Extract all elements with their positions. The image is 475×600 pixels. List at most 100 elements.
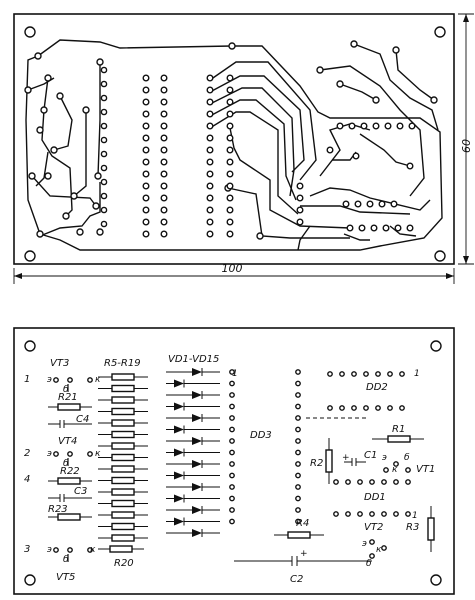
pad — [370, 224, 378, 232]
pad — [142, 182, 150, 190]
resistor-r20 — [109, 545, 133, 553]
pad — [229, 518, 235, 525]
pad — [381, 545, 387, 551]
diode-vd1-vd15 — [192, 414, 202, 422]
pad — [375, 371, 381, 377]
pad — [53, 547, 59, 553]
pad — [229, 461, 235, 467]
diode-vd1-vd15 — [174, 517, 184, 526]
pad — [206, 170, 214, 178]
pad — [229, 484, 235, 490]
pad — [62, 212, 70, 220]
top-board-outline — [13, 13, 455, 265]
pad — [342, 200, 350, 208]
label-b-vt3: б — [63, 385, 69, 395]
lead — [166, 448, 220, 457]
trace — [319, 65, 425, 197]
pad — [229, 449, 235, 456]
label-e-vt2: э — [362, 539, 367, 549]
lead — [166, 414, 220, 422]
pad — [336, 122, 344, 130]
resistor-r4 — [287, 531, 311, 539]
top-chip-pads — [100, 66, 416, 238]
label-k-vt5: к — [90, 545, 96, 555]
bottom-discretes — [48, 403, 435, 566]
pad — [96, 58, 104, 66]
resistor-r5-r19 — [111, 384, 135, 393]
width-dimension-label: 100 — [222, 262, 243, 275]
lead — [166, 460, 220, 468]
pad — [369, 539, 375, 545]
trace — [35, 151, 49, 187]
resistor-r5-r19 — [111, 488, 135, 496]
pad — [226, 170, 234, 178]
pad — [142, 206, 150, 214]
pad — [142, 134, 150, 142]
trace — [297, 225, 311, 251]
pad — [142, 86, 150, 94]
resistor-r5-r19 — [111, 476, 135, 485]
pad — [142, 158, 150, 166]
pad — [67, 377, 73, 383]
pad — [408, 122, 416, 130]
pad — [160, 86, 168, 94]
pad — [142, 146, 150, 154]
resistor-r1 — [387, 435, 411, 443]
diode-vd1-vd15 — [174, 402, 184, 411]
pad — [142, 110, 150, 118]
label-dd3: DD3 — [250, 430, 272, 441]
pad — [336, 80, 344, 88]
pad — [295, 461, 301, 467]
pad — [393, 479, 399, 485]
trace — [209, 61, 317, 181]
label-vt4: VT4 — [58, 436, 77, 447]
pad — [387, 405, 393, 411]
trace — [209, 87, 295, 197]
pad — [87, 451, 93, 457]
pad — [160, 122, 168, 130]
pad — [229, 472, 235, 479]
label-r4: R4 — [296, 518, 309, 529]
diode-vd1-vd15 — [192, 529, 202, 537]
mounting-hole — [434, 250, 446, 262]
pad — [295, 449, 301, 456]
pad — [229, 495, 235, 502]
pad — [381, 479, 387, 485]
pad — [351, 405, 357, 411]
resistor-r5-r19 — [111, 522, 135, 531]
pad — [375, 405, 381, 411]
diode-vd1-vd15 — [174, 448, 184, 457]
pad — [206, 98, 214, 106]
label-pin-2: 2 — [24, 448, 30, 459]
pad — [226, 86, 234, 94]
pad — [396, 122, 404, 130]
pad — [295, 472, 301, 479]
resistor-r5-r19 — [111, 499, 135, 508]
label-pin-4: 4 — [24, 474, 30, 485]
pad — [40, 106, 48, 114]
diode-vd1-vd15 — [192, 460, 202, 468]
pad — [142, 122, 150, 130]
pad — [327, 405, 333, 411]
pad — [160, 170, 168, 178]
pad — [357, 479, 363, 485]
pad — [406, 162, 414, 170]
diode-vd1-vd15 — [174, 379, 184, 388]
pad — [142, 74, 150, 82]
pad — [226, 194, 234, 202]
pad — [226, 230, 234, 238]
pad — [295, 507, 301, 513]
pad — [229, 369, 235, 375]
pad — [327, 371, 333, 377]
pad — [339, 371, 345, 377]
trace — [209, 75, 305, 173]
pad — [296, 218, 304, 226]
label-r22: R22 — [60, 466, 80, 477]
resistor-r5-r19 — [111, 396, 135, 404]
pad — [348, 122, 356, 130]
resistor-r22 — [57, 477, 81, 485]
pad — [369, 553, 375, 559]
pad — [295, 495, 301, 502]
capacitor-c4 — [48, 420, 92, 428]
trace — [300, 205, 411, 215]
